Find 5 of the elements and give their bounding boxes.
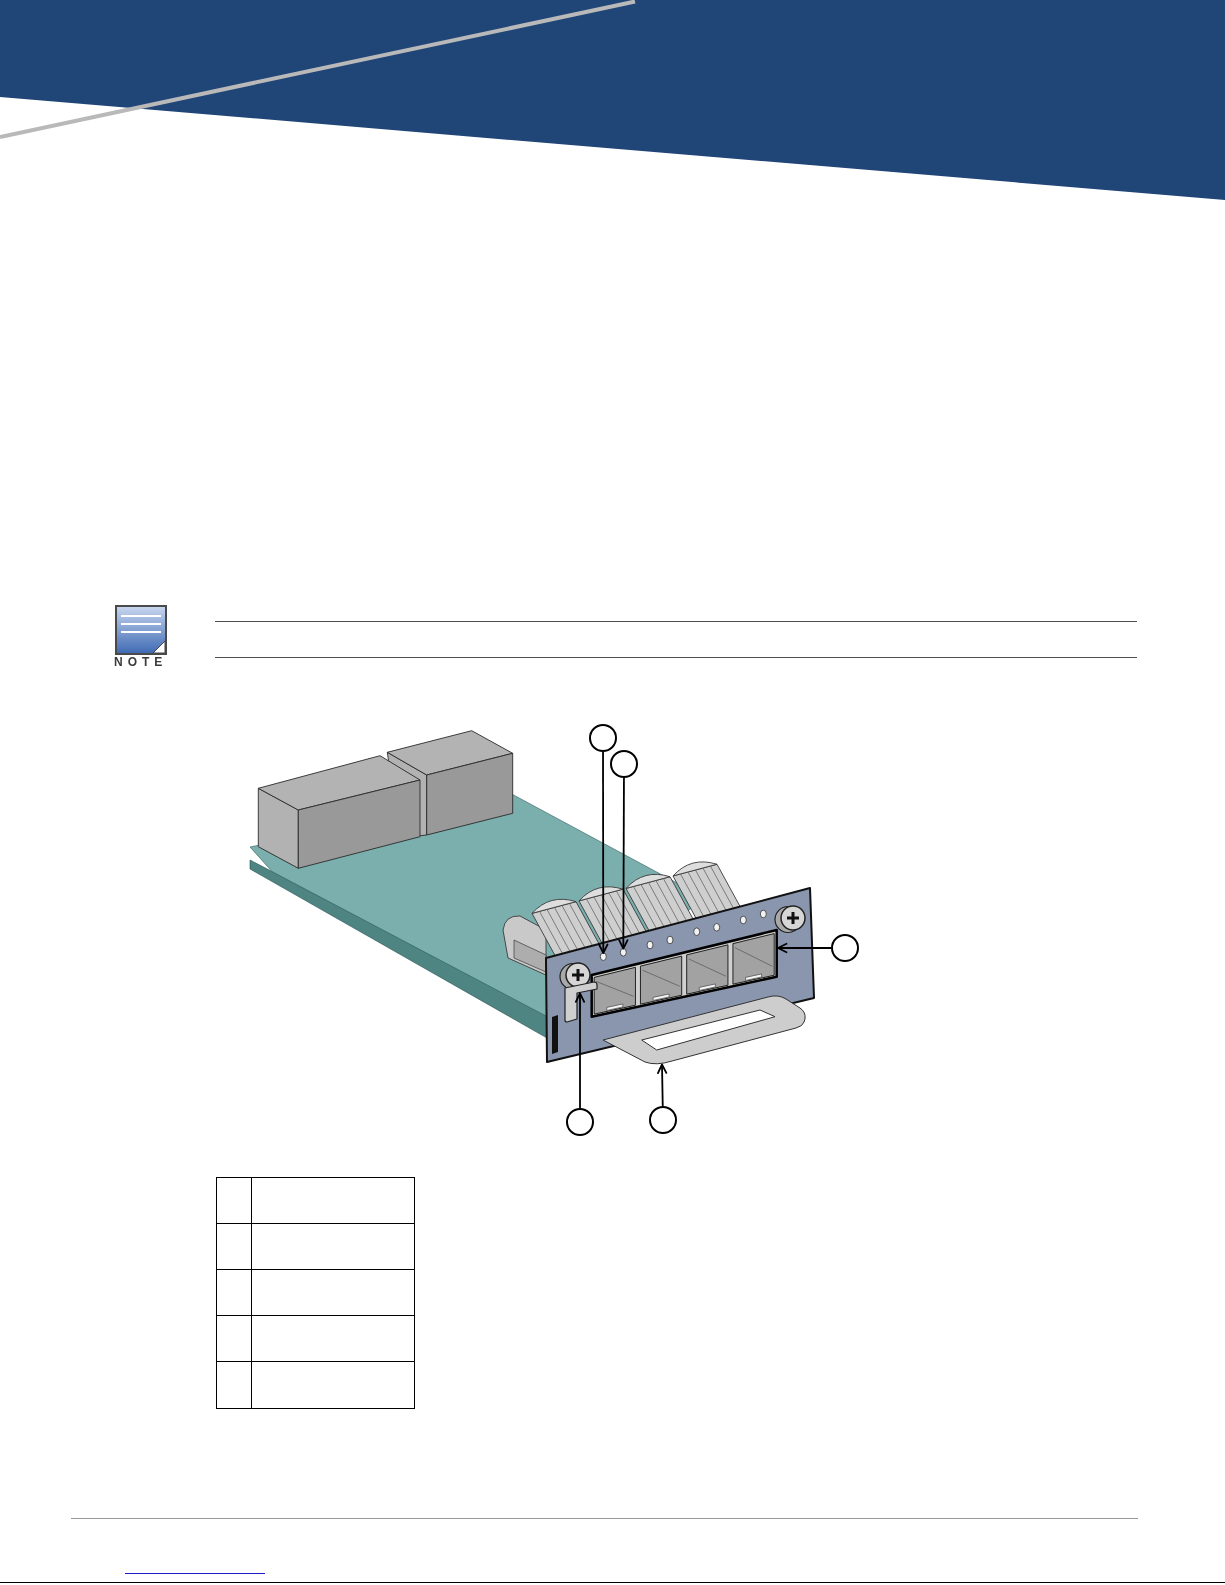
callout-circle xyxy=(649,1106,677,1134)
callout-circle xyxy=(566,1108,594,1136)
callout-circle xyxy=(831,934,859,962)
leader-line xyxy=(657,1063,668,1107)
note-label: NOTE xyxy=(114,656,168,670)
